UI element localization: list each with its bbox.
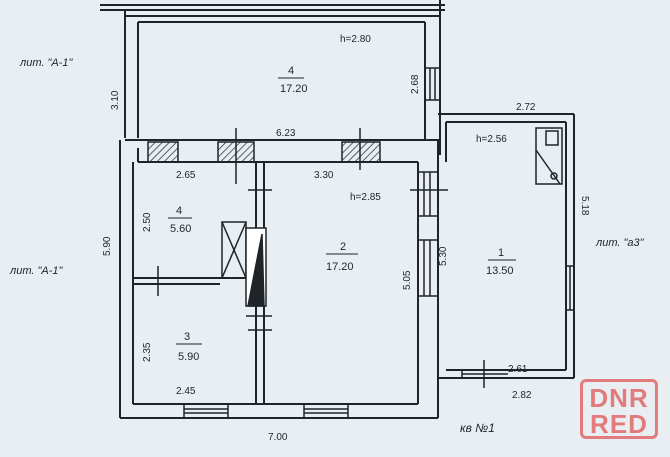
room-small4-area: 5.60: [170, 223, 191, 235]
dim-top-room-right: 2.68: [410, 74, 421, 94]
top-edge-walls: [100, 0, 445, 16]
chimney-hatch-1: [147, 141, 179, 163]
dim-left-total: 5.90: [102, 236, 113, 256]
dim-annex-bottom: 2.82: [512, 390, 532, 401]
bottom-window-1: [183, 403, 229, 419]
room2-right-window: [410, 171, 448, 217]
bottom-window-2: [303, 403, 349, 419]
annex-bottom-door: [461, 360, 508, 388]
dim-mid-width: 6.23: [276, 128, 296, 139]
partition-horizontal: [133, 277, 256, 285]
room-upper-number: 4: [288, 65, 294, 77]
room-upper-area: 17.20: [280, 83, 308, 95]
label-lit-a1-lower: лит. "А-1": [9, 265, 63, 277]
room-annex-area: 13.50: [486, 265, 514, 277]
room-3-area: 5.90: [178, 351, 199, 363]
annex-right-window: [565, 265, 575, 311]
chimney-hatch-3: [341, 141, 381, 163]
dim-annex-right: 5.18: [579, 196, 590, 216]
label-lit-a1-upper: лит. "А-1": [19, 57, 73, 69]
room-upper-height: h=2.80: [340, 34, 371, 45]
dim-annex-top: 2.72: [516, 102, 536, 113]
room-3-number: 3: [184, 331, 190, 343]
upper-room-walls: [124, 15, 441, 155]
room-2-area: 17.20: [326, 261, 354, 273]
dim-room2-height: 5.05: [402, 270, 413, 290]
room-small4-number: 4: [176, 205, 182, 217]
room-annex-number: 1: [498, 247, 504, 259]
dim-room3-height: 2.35: [142, 342, 153, 362]
dim-room3-width: 2.45: [176, 386, 196, 397]
room-2-height: h=2.85: [350, 192, 381, 203]
annex-stove: [535, 127, 563, 185]
upper-right-window: [425, 67, 440, 101]
watermark-logo: DNR RED: [580, 379, 658, 439]
label-lit-a3: лит. "а3": [595, 237, 645, 249]
watermark-line-2: RED: [590, 409, 648, 439]
label-apartment: кв №1: [460, 421, 495, 435]
door-ticks: [157, 189, 272, 331]
dim-room4-width: 2.65: [176, 170, 196, 181]
room-2-number: 2: [340, 241, 346, 253]
dim-room4-height: 2.50: [142, 212, 153, 232]
annex-walls: [438, 113, 575, 379]
dim-top-left-height: 3.10: [110, 90, 121, 110]
room-annex-height: h=2.56: [476, 134, 507, 145]
stove: [221, 221, 267, 307]
dim-annex-bottom-inner: 2.61: [508, 364, 528, 375]
dim-room2-width: 3.30: [314, 170, 334, 181]
middle-wall-ticks: [235, 128, 361, 184]
dim-total-width: 7.00: [268, 432, 288, 443]
dim-room2-right: 5.30: [438, 246, 449, 266]
watermark-line-1: DNR: [589, 383, 649, 413]
room2-right-window-2: [417, 239, 439, 297]
